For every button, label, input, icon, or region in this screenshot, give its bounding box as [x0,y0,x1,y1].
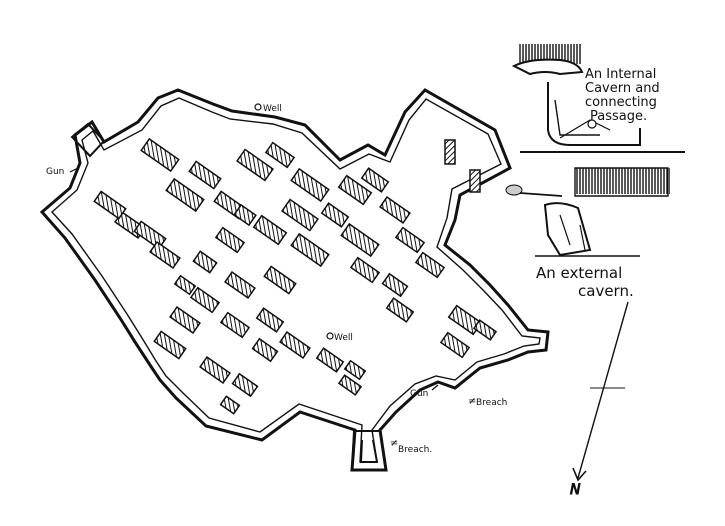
house [251,337,279,363]
house [340,222,380,258]
house [349,256,381,284]
house [381,272,409,298]
house [224,271,256,299]
house [192,250,218,274]
house [149,241,181,269]
house [214,226,246,254]
house [320,202,350,228]
house [263,265,297,295]
gun-right-label: Gun [410,389,428,399]
well-top-marker: Well [254,103,282,114]
house [394,226,426,254]
house [93,190,127,220]
bastion-bottom [350,430,388,471]
internal-caption-4: Passage. [590,109,647,124]
gun-left-label: Gun [46,167,64,177]
well-center-label: Well [334,333,353,343]
house [439,331,471,359]
internal-caption-2: Cavern and [585,81,660,96]
house [281,198,319,232]
external-caption-1: An external [536,264,622,282]
north-arrow: N [570,301,629,499]
breach-right-mark: ≠ [468,396,476,407]
external-caption-2: cavern. [578,282,634,300]
house [199,356,231,384]
house [173,274,197,296]
house [315,347,345,373]
house [231,372,259,398]
well-center-marker: Well [326,332,353,343]
house [169,306,201,334]
house [343,359,367,381]
houses [93,137,498,415]
house [337,174,373,206]
house [188,160,222,190]
well-top-label: Well [263,104,282,114]
house [140,137,180,173]
breach-right-label: Breach [476,398,507,408]
house [469,169,481,193]
house [360,167,390,193]
external-cavern-inset: An external cavern. [505,167,670,300]
house [290,232,330,268]
breach-bottom-label: Breach. [398,445,432,455]
house [219,311,251,339]
house [219,395,241,415]
house [233,203,257,227]
breach-bottom-mark: ≠ [390,438,398,449]
house [165,177,205,213]
house [279,331,311,359]
house [379,196,411,224]
house [385,297,415,323]
house [264,141,296,169]
north-label: N [570,482,581,498]
house [444,139,456,165]
house [337,374,363,396]
house [290,167,330,203]
house [153,330,187,360]
house [414,251,446,279]
house [236,148,274,182]
fort-walls [39,88,550,472]
house [252,214,288,246]
house [189,286,221,314]
internal-cavern-inset: An Internal Cavern and connecting Passag… [511,44,685,153]
house [255,307,285,333]
internal-caption-3: connecting [585,95,657,110]
house [472,319,498,341]
internal-caption-1: An Internal [585,67,656,82]
house [133,220,167,250]
bastion-left [70,122,106,158]
